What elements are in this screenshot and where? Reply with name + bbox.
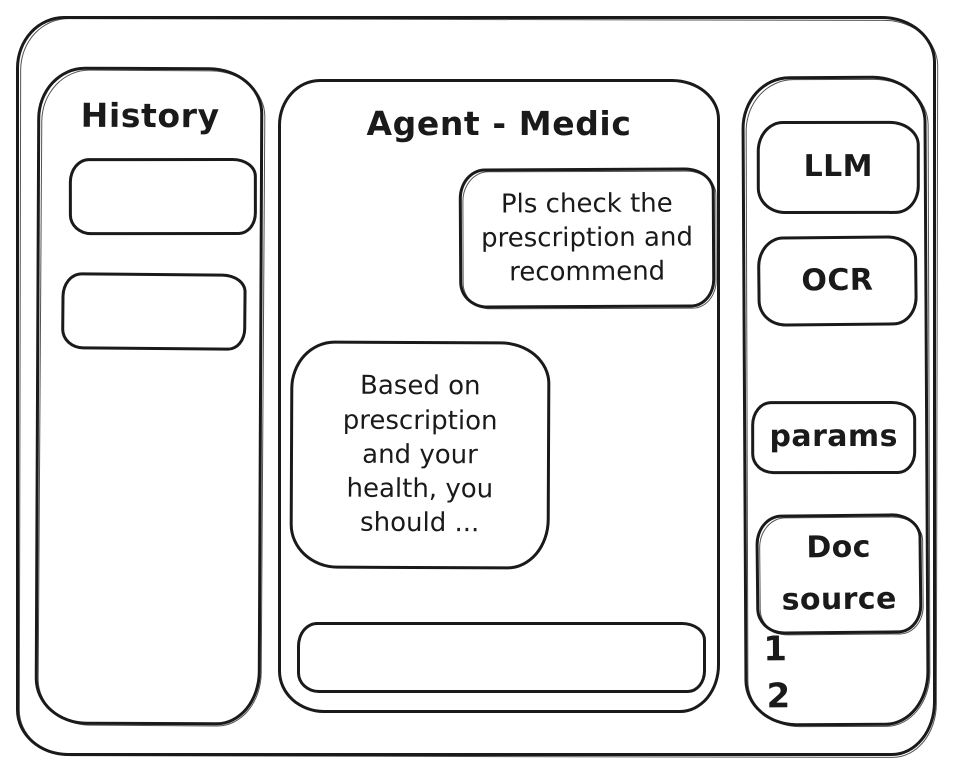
history-title: History [80,95,220,136]
ocr-button-label: OCR [801,262,874,299]
llm-button[interactable]: LLM [756,120,920,215]
history-item[interactable] [68,157,257,236]
history-sidebar: History [34,66,264,726]
params-button-label: params [769,419,898,455]
chat-panel: Agent - Medic Pls check the prescription… [278,79,720,713]
ocr-button[interactable]: OCR [756,235,918,327]
user-message-text: Pls check the prescription and recommend [480,188,693,288]
doc-source-button[interactable]: Doc source [755,513,923,635]
assistant-message-bubble: Based on prescription and your health, y… [289,340,551,570]
llm-button-label: LLM [803,149,873,185]
doc-source-item-2[interactable]: 2 [766,676,791,717]
tools-panel: LLM OCR params Doc source 1 2 [741,75,930,727]
doc-source-button-label: Doc source [781,529,897,618]
user-message-bubble: Pls check the prescription and recommend [458,167,716,309]
app-window: History Agent - Medic Pls check the pres… [16,16,936,756]
assistant-message-text: Based on prescription and your health, y… [342,370,498,539]
history-item[interactable] [61,272,247,351]
chat-title: Agent - Medic [366,104,632,143]
params-button[interactable]: params [751,400,917,475]
message-input[interactable] [297,622,706,693]
doc-source-item-1[interactable]: 1 [763,629,788,670]
